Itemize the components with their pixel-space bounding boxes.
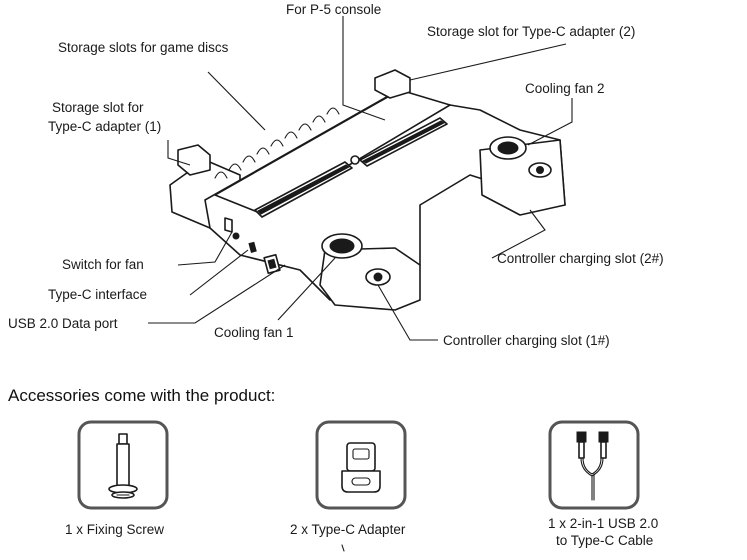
callout-console: For P-5 console — [286, 2, 381, 17]
callout-usb-port: USB 2.0 Data port — [8, 316, 118, 331]
accessory-label-screw: 1 x Fixing Screw — [65, 522, 164, 537]
callout-switch-fan: Switch for fan — [62, 257, 144, 272]
accessory-label-cable-line1: 1 x 2-in-1 USB 2.0 — [548, 516, 658, 531]
accessory-type-c-adapter: 2 x Type-C Adapter — [290, 420, 407, 537]
accessory-label-adapter: 2 x Type-C Adapter — [290, 522, 406, 537]
callout-charging-slot-1: Controller charging slot (1#) — [443, 333, 610, 348]
type-c-adapter-icon — [341, 442, 381, 493]
cooling-fan-2-graphic — [489, 136, 552, 178]
callout-disc-slots: Storage slots for game discs — [58, 40, 229, 55]
accessory-usb-cable: 1 x 2-in-1 USB 2.0 to Type-C Cable — [548, 420, 658, 548]
callout-typec-slot-2: Storage slot for Type-C adapter (2) — [427, 24, 635, 39]
callout-typec-slot-1-line1: Storage slot for — [52, 100, 144, 115]
side-ports — [224, 217, 281, 275]
typec-slot-2-block — [374, 69, 411, 99]
usb-cable-icon — [576, 431, 609, 501]
disc-slots-fins — [214, 107, 340, 179]
callout-cooling-fan-2: Cooling fan 2 — [525, 81, 605, 96]
callout-typec-slot-1-line2: Type-C adapter (1) — [48, 119, 161, 134]
callout-typec-interface: Type-C interface — [48, 287, 147, 302]
accessory-label-cable-line2: to Type-C Cable — [556, 533, 653, 548]
accessories-heading: Accessories come with the product: — [8, 386, 275, 405]
typec-slot-1-block — [177, 144, 211, 176]
charging-stand-illustration — [169, 69, 566, 311]
callout-labels: For P-5 console Storage slots for game d… — [8, 2, 664, 348]
callout-cooling-fan-1: Cooling fan 1 — [214, 325, 294, 340]
leader-lines — [148, 16, 573, 341]
console-slots — [254, 117, 448, 218]
accessory-fixing-screw: 1 x Fixing Screw — [65, 420, 169, 537]
cooling-fan-1-graphic — [319, 233, 421, 311]
screw-icon — [108, 433, 138, 499]
callout-charging-slot-2: Controller charging slot (2#) — [497, 251, 664, 266]
stray-mark — [341, 544, 345, 552]
